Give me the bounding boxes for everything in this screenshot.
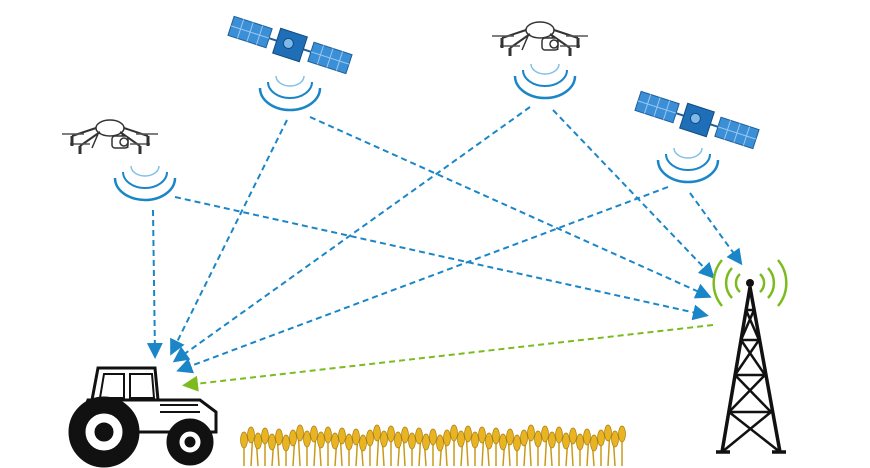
wheat-head [555, 426, 563, 444]
signal-links [146, 106, 743, 392]
link-sat2-tower [689, 192, 743, 266]
wheat-head [282, 434, 290, 452]
wheat-head [478, 426, 486, 444]
tractor-icon [68, 366, 218, 468]
wheat-head [443, 429, 451, 447]
wheat-head [296, 424, 304, 442]
wheat-head [352, 428, 360, 446]
wheat-head [569, 427, 577, 445]
link-drone1-tower [174, 196, 709, 321]
wheat-head [597, 429, 605, 447]
wheat-head [373, 424, 381, 442]
wheat-head [261, 427, 269, 445]
wheat-head [366, 429, 374, 447]
wheat-head [422, 433, 430, 451]
wheat-head [394, 431, 402, 449]
link-drone2-tractor [172, 106, 531, 363]
wheat-head [254, 432, 262, 450]
wheat-head [338, 427, 346, 445]
wheat-head [324, 426, 332, 444]
wheat-head [289, 429, 297, 447]
wheat-head [317, 431, 325, 449]
wheat-head [576, 433, 584, 451]
drone-icon [490, 20, 590, 58]
wheat-head [611, 430, 619, 448]
signal-waves-icon [113, 164, 177, 202]
wheat-head [345, 433, 353, 451]
link-tower-tractor [182, 324, 714, 392]
signal-waves-icon [656, 146, 720, 184]
link-sat1-tower [309, 116, 712, 299]
wheat-head [457, 430, 465, 448]
wheat-head [492, 427, 500, 445]
wheat-field-icon [240, 424, 626, 467]
link-sat2-tractor [176, 186, 669, 374]
wheat-head [310, 425, 318, 443]
link-sat1-tractor [170, 119, 288, 356]
wheat-head [359, 434, 367, 452]
wheat-head [590, 434, 598, 452]
wheat-head [520, 429, 528, 447]
wheat-head [534, 430, 542, 448]
satellite-icon [226, 12, 354, 78]
wheat-head [499, 433, 507, 451]
wheat-head [408, 432, 416, 450]
link-drone1-tractor [146, 209, 163, 359]
wheat-head [527, 424, 535, 442]
cell-tower-icon [712, 259, 788, 454]
wheat-head [240, 431, 248, 449]
wheat-head [303, 430, 311, 448]
wheat-head [513, 434, 521, 452]
wheat-head [471, 431, 479, 449]
wheat-head [618, 425, 626, 443]
wheat-head [506, 428, 514, 446]
wheat-head [268, 433, 276, 451]
wheat-head [247, 426, 255, 444]
signal-waves-icon [258, 74, 322, 112]
wheat-head [401, 426, 409, 444]
wheat-head [387, 425, 395, 443]
wheat-head [604, 424, 612, 442]
wheat-head [429, 428, 437, 446]
wheat-head [380, 430, 388, 448]
wheat-head [436, 434, 444, 452]
wheat-head [464, 425, 472, 443]
signal-waves-icon [513, 62, 577, 100]
wheat-head [541, 425, 549, 443]
wheat-head [562, 432, 570, 450]
wheat-head [548, 431, 556, 449]
wheat-head [450, 424, 458, 442]
wheat-head [415, 427, 423, 445]
wheat-head [583, 428, 591, 446]
wheat-head [331, 432, 339, 450]
link-drone2-tower [552, 109, 715, 279]
drone-icon [60, 118, 160, 156]
wheat-head [485, 432, 493, 450]
satellite-icon [633, 87, 761, 153]
wheat-head [275, 428, 283, 446]
